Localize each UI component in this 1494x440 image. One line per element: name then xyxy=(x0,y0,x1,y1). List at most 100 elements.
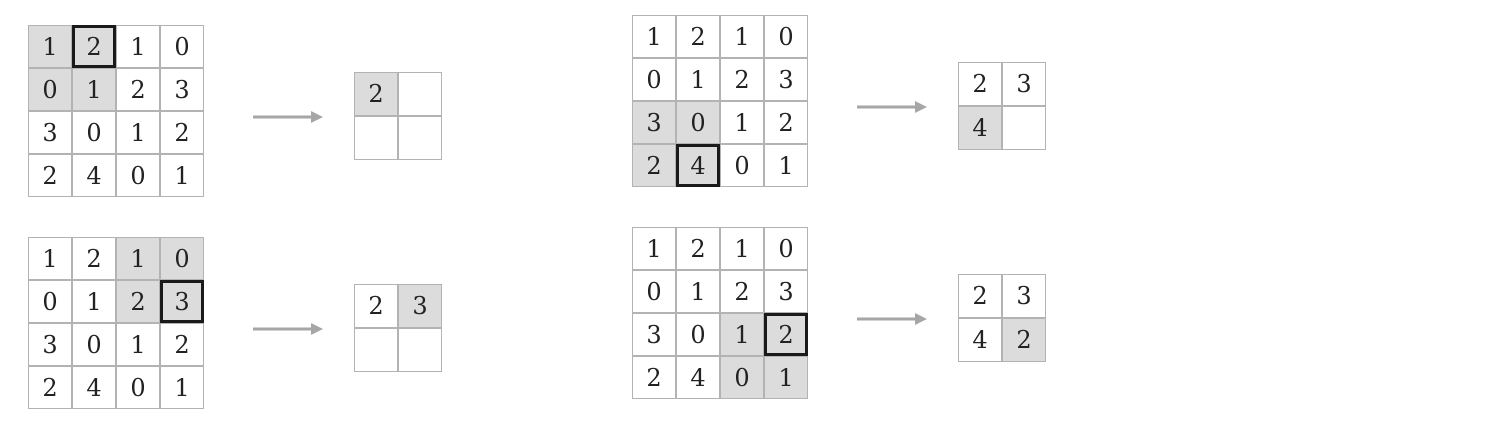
input-cell: 3 xyxy=(632,313,676,356)
input-cell: 3 xyxy=(632,101,676,144)
input-cell: 0 xyxy=(720,356,764,399)
input-cell: 2 xyxy=(160,323,204,366)
output-cell: 3 xyxy=(1002,62,1046,106)
input-cell: 0 xyxy=(632,270,676,313)
output-cell xyxy=(398,116,442,160)
input-cell: 3 xyxy=(28,323,72,366)
input-cell: 1 xyxy=(764,356,808,399)
input-cell: 2 xyxy=(720,270,764,313)
output-cell: 2 xyxy=(958,274,1002,318)
input-cell: 2 xyxy=(676,227,720,270)
arrow-head xyxy=(915,313,927,325)
input-cell: 1 xyxy=(116,323,160,366)
input-cell: 3 xyxy=(764,270,808,313)
input-cell: 1 xyxy=(720,313,764,356)
output-cell: 4 xyxy=(958,318,1002,362)
output-cell: 2 xyxy=(958,62,1002,106)
arrow-head xyxy=(311,111,323,123)
input-cell: 4 xyxy=(676,356,720,399)
arrow-right-icon xyxy=(857,101,927,113)
input-cell: 0 xyxy=(116,366,160,409)
input-cell: 2 xyxy=(116,68,160,111)
input-cell: 2 xyxy=(720,58,764,101)
input-cell: 3 xyxy=(160,68,204,111)
input-cell: 1 xyxy=(632,15,676,58)
input-cell: 1 xyxy=(116,111,160,154)
input-cell: 0 xyxy=(676,313,720,356)
input-cell: 1 xyxy=(160,366,204,409)
output-cell: 2 xyxy=(1002,318,1046,362)
input-cell: 0 xyxy=(160,25,204,68)
input-cell: 1 xyxy=(116,237,160,280)
output-cell: 3 xyxy=(398,284,442,328)
max-value-cell: 4 xyxy=(676,144,720,187)
input-cell: 3 xyxy=(28,111,72,154)
input-cell: 0 xyxy=(676,101,720,144)
input-cell: 2 xyxy=(632,144,676,187)
input-cell: 2 xyxy=(116,280,160,323)
input-cell: 4 xyxy=(72,154,116,197)
input-cell: 2 xyxy=(28,366,72,409)
input-cell: 0 xyxy=(28,280,72,323)
input-cell: 0 xyxy=(72,111,116,154)
input-cell: 1 xyxy=(764,144,808,187)
input-cell: 0 xyxy=(72,323,116,366)
input-cell: 3 xyxy=(764,58,808,101)
input-cell: 0 xyxy=(160,237,204,280)
arrow-right-icon xyxy=(253,111,323,123)
arrow-right-icon xyxy=(857,313,927,325)
input-cell: 2 xyxy=(764,101,808,144)
input-cell: 0 xyxy=(720,144,764,187)
input-cell: 2 xyxy=(632,356,676,399)
output-cell xyxy=(398,328,442,372)
output-cell xyxy=(354,116,398,160)
input-cell: 1 xyxy=(28,25,72,68)
input-cell: 1 xyxy=(28,237,72,280)
input-cell: 1 xyxy=(676,58,720,101)
input-cell: 1 xyxy=(720,15,764,58)
max-value-cell: 3 xyxy=(160,280,204,323)
input-cell: 4 xyxy=(72,366,116,409)
input-cell: 0 xyxy=(764,227,808,270)
input-cell: 1 xyxy=(160,154,204,197)
input-cell: 1 xyxy=(632,227,676,270)
output-cell: 2 xyxy=(354,284,398,328)
output-grid: 2 xyxy=(354,72,442,160)
input-cell: 1 xyxy=(720,227,764,270)
input-cell: 0 xyxy=(116,154,160,197)
max-value-cell: 2 xyxy=(72,25,116,68)
input-cell: 1 xyxy=(676,270,720,313)
output-cell: 2 xyxy=(354,72,398,116)
output-cell xyxy=(354,328,398,372)
input-cell: 0 xyxy=(28,68,72,111)
input-cell: 2 xyxy=(676,15,720,58)
arrow-head xyxy=(915,101,927,113)
output-cell xyxy=(398,72,442,116)
input-cell: 2 xyxy=(72,237,116,280)
input-cell: 2 xyxy=(160,111,204,154)
input-cell: 0 xyxy=(632,58,676,101)
arrow-right-icon xyxy=(253,323,323,335)
arrow-head xyxy=(311,323,323,335)
input-cell: 0 xyxy=(764,15,808,58)
input-cell: 1 xyxy=(72,280,116,323)
output-cell xyxy=(1002,106,1046,150)
max-value-cell: 2 xyxy=(764,313,808,356)
input-cell: 1 xyxy=(72,68,116,111)
output-cell: 3 xyxy=(1002,274,1046,318)
input-cell: 1 xyxy=(720,101,764,144)
input-cell: 1 xyxy=(116,25,160,68)
output-cell: 4 xyxy=(958,106,1002,150)
input-cell: 2 xyxy=(28,154,72,197)
